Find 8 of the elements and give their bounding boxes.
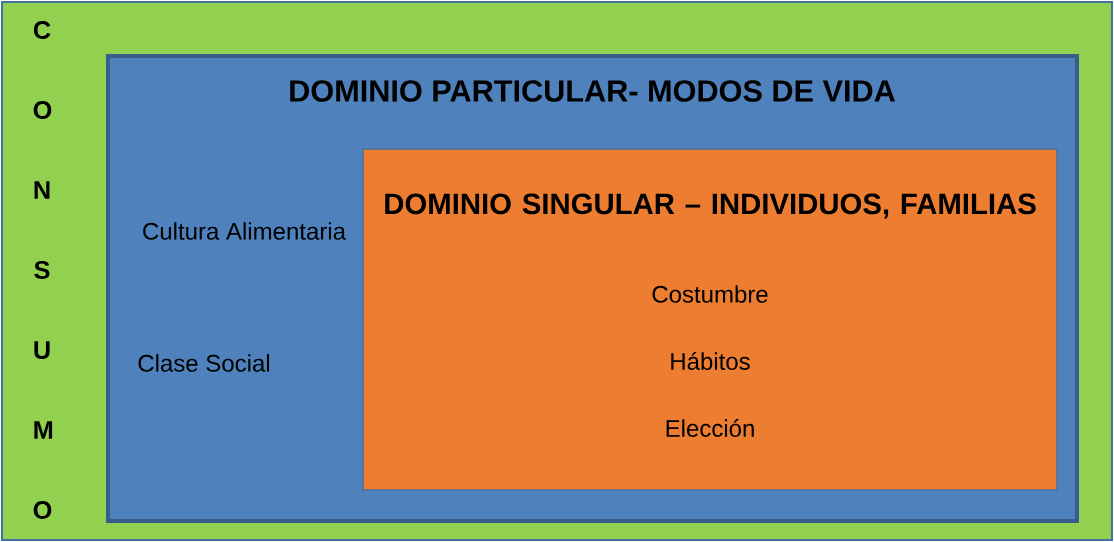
text-label: Elección	[666, 419, 754, 437]
side-label: C O N S U M O	[33, 21, 53, 519]
heading: DOMINIO SINGULAR – INDIVIDUOS, FAMILIAS	[385, 193, 1036, 219]
text-label: Hábitos	[671, 352, 750, 370]
heading: DOMINIO PARTICULAR- MODOS DE VIDA	[290, 80, 895, 102]
text-label: Cultura Alimentaria	[143, 222, 346, 240]
text-label: Clase Social	[138, 354, 270, 372]
text-label: Costumbre	[652, 285, 768, 303]
